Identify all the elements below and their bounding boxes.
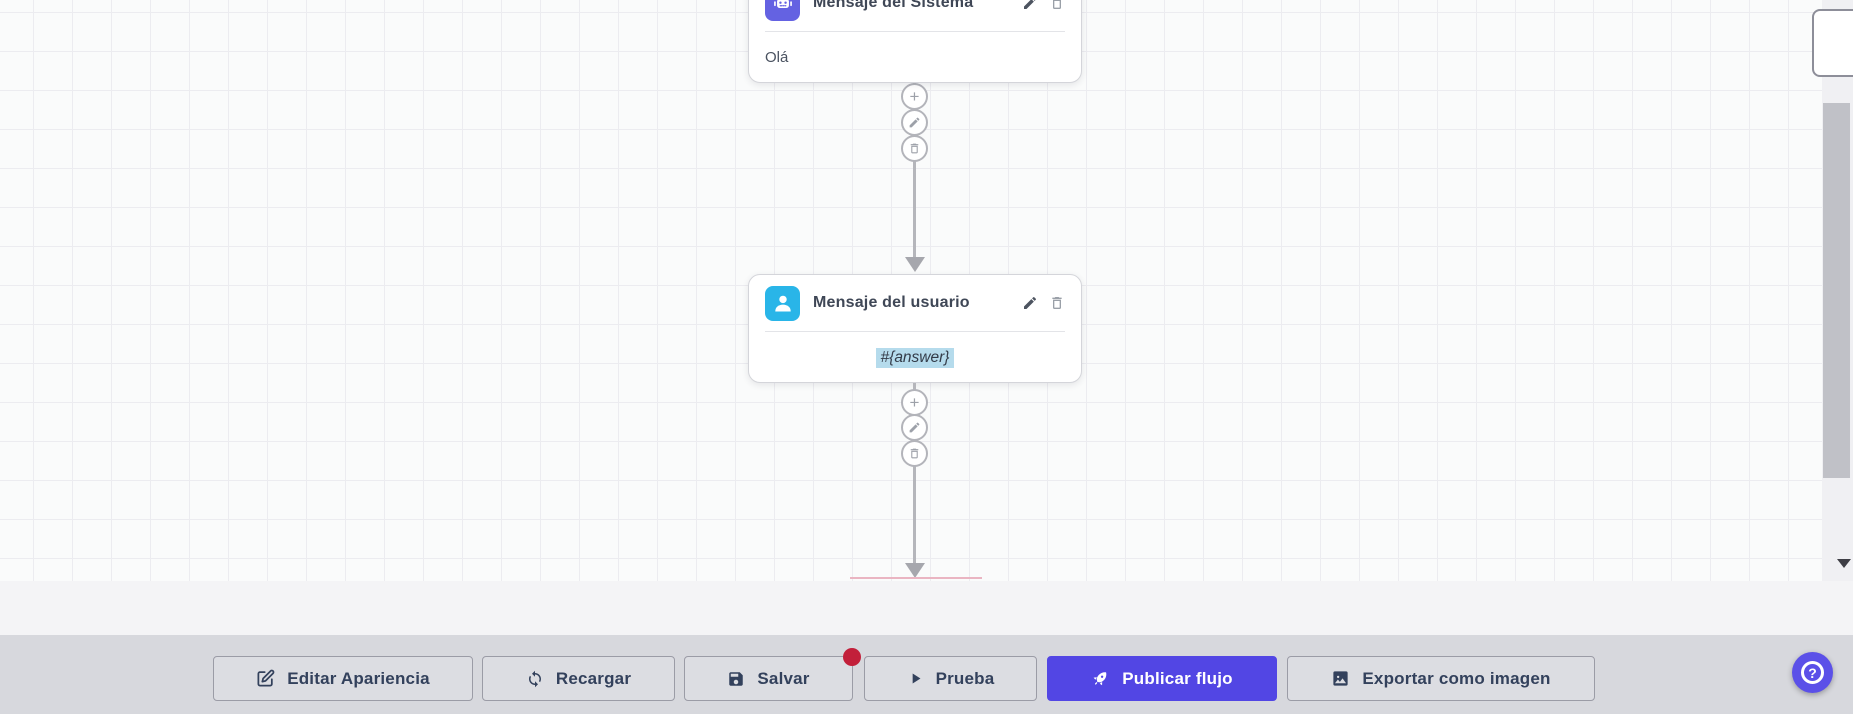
plus-icon: +	[909, 392, 920, 412]
save-button[interactable]: Salvar	[684, 648, 861, 701]
button-label: Salvar	[757, 668, 810, 688]
button-label: Recargar	[555, 668, 632, 688]
reload-button[interactable]: Recargar	[482, 656, 675, 701]
user-icon	[765, 285, 800, 321]
export-image-button[interactable]: Exportar como imagen	[1287, 656, 1595, 701]
publish-flow-button[interactable]: Publicar flujo	[1047, 656, 1277, 701]
node-user-message[interactable]: Mensaje del usuario #{answer}	[748, 274, 1082, 383]
node-title: Mensaje del Sistema	[813, 0, 974, 11]
insert-node-button[interactable]: +	[901, 389, 928, 416]
edit-node-button[interactable]	[1022, 295, 1038, 311]
trash-icon	[908, 142, 921, 155]
robot-icon	[765, 0, 800, 21]
node-header: Mensaje del usuario	[749, 275, 1081, 331]
play-icon	[907, 670, 924, 687]
delete-edge-button[interactable]	[901, 135, 928, 162]
node-system-message[interactable]: Mensaje del Sistema Olá	[748, 0, 1082, 83]
plus-icon: +	[909, 86, 920, 106]
edge-connector	[913, 383, 916, 566]
edit-node-button[interactable]	[1022, 0, 1038, 11]
delete-node-button[interactable]	[1049, 295, 1065, 311]
side-panel-cutoff	[1812, 9, 1853, 77]
edge-arrowhead-icon	[905, 563, 925, 578]
unsaved-changes-badge	[843, 648, 861, 666]
trash-icon	[908, 447, 921, 460]
edge-arrowhead-icon	[905, 257, 925, 272]
insert-node-button[interactable]: +	[901, 83, 928, 110]
node-header: Mensaje del Sistema	[749, 0, 1081, 31]
edit-edge-button[interactable]	[901, 414, 928, 441]
edit-edge-button[interactable]	[901, 109, 928, 136]
node-divider	[765, 331, 1065, 332]
button-label: Publicar flujo	[1122, 668, 1233, 688]
node-body-text: Olá	[765, 49, 789, 66]
delete-node-button[interactable]	[1049, 0, 1065, 11]
save-icon	[727, 670, 745, 688]
edit-appearance-button[interactable]: Editar Apariencia	[213, 656, 473, 701]
pencil-icon	[908, 421, 921, 434]
canvas-edge-highlight	[850, 577, 982, 579]
help-button[interactable]: ?	[1792, 652, 1833, 693]
rocket-icon	[1087, 665, 1114, 692]
node-title: Mensaje del usuario	[813, 294, 970, 311]
vertical-scrollbar-thumb[interactable]	[1823, 103, 1850, 478]
edge-connector	[913, 79, 916, 260]
question-icon: ?	[1801, 661, 1824, 684]
button-label: Prueba	[935, 668, 995, 688]
pencil-icon	[908, 116, 921, 129]
button-label: Editar Apariencia	[287, 668, 430, 688]
delete-edge-button[interactable]	[901, 440, 928, 467]
action-toolbar: Editar Apariencia Recargar Salvar Prueba	[0, 635, 1853, 714]
refresh-icon	[526, 670, 544, 688]
footer-strip	[0, 581, 1853, 635]
node-divider	[765, 31, 1065, 32]
test-button[interactable]: Prueba	[864, 656, 1037, 701]
button-label: Exportar como imagen	[1362, 668, 1551, 688]
answer-variable-chip[interactable]: #{answer}	[875, 347, 955, 368]
image-icon	[1331, 669, 1350, 688]
edit-square-icon	[256, 669, 275, 688]
scroll-down-arrow-icon[interactable]	[1837, 559, 1851, 568]
